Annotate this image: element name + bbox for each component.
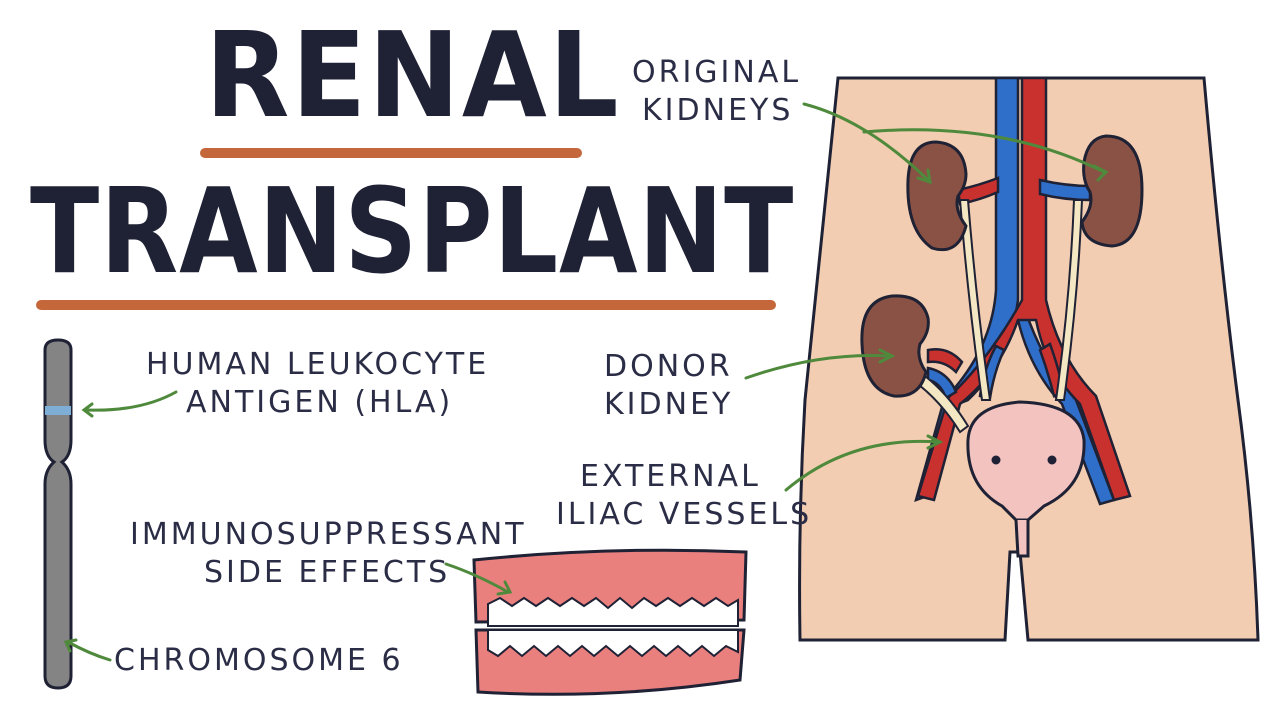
original-kidneys-label-line1: ORIGINAL [632,55,802,90]
gum-hyperplasia-drawing [472,548,748,696]
title-line-renal: RENAL [205,6,621,144]
chromosome-arrow [66,640,112,662]
hla-label: HUMAN LEUKOCYTE ANTIGEN (HLA) [146,346,489,422]
vessels-drawing [914,76,1132,506]
immuno-label-line2: SIDE EFFECTS [204,555,451,590]
donor-kidney [860,294,930,398]
original-kidneys-label-line2: KIDNEYS [642,93,794,128]
chromosome-label: CHROMOSOME 6 [114,643,404,678]
iliac-arrow [784,439,940,492]
donor-arrow-head [878,348,896,364]
bladder-drawing [966,400,1086,558]
label-arrows [63,102,1109,662]
donor-kidney-label: DONOR KIDNEY [604,348,733,424]
title-underline-2 [36,300,776,310]
iliac-label-line1: EXTERNAL [580,459,761,494]
immuno-arrow-head [496,580,513,596]
hla-label-line1: HUMAN LEUKOCYTE [146,347,490,382]
title-line-transplant: TRANSPLANT [30,162,795,300]
hla-band [45,406,71,415]
donor-arrow [744,353,892,380]
right-original-kidney [1080,134,1144,248]
original-kidney-arrow-left-head [916,168,932,185]
hla-arrow-head [81,402,94,418]
donor-kidney-label-line1: DONOR [604,349,733,384]
immuno-arrow [444,562,510,594]
hla-label-line2: ANTIGEN (HLA) [186,385,454,420]
donor-kidney-label-line2: KIDNEY [604,387,734,422]
original-kidney-arrow-right [862,128,1106,174]
hla-arrow [84,390,178,412]
title-underline-1 [200,148,582,158]
left-original-kidney [906,140,968,252]
original-kidneys-label: ORIGINAL KIDNEYS [632,54,801,130]
immuno-label: IMMUNOSUPPRESSANT SIDE EFFECTS [130,516,527,592]
aorta [916,76,1132,502]
chromosome-arrow-head [63,638,78,653]
iliac-arrow-head [926,434,944,450]
iliac-label: EXTERNAL ILIAC VESSELS [556,458,812,534]
original-kidney-arrow-right-head [1092,164,1109,182]
iliac-label-line2: ILIAC VESSELS [556,497,813,532]
immuno-label-line1: IMMUNOSUPPRESSANT [130,517,527,552]
original-kidneys [906,134,1144,252]
chromosome-6-drawing [43,338,73,690]
